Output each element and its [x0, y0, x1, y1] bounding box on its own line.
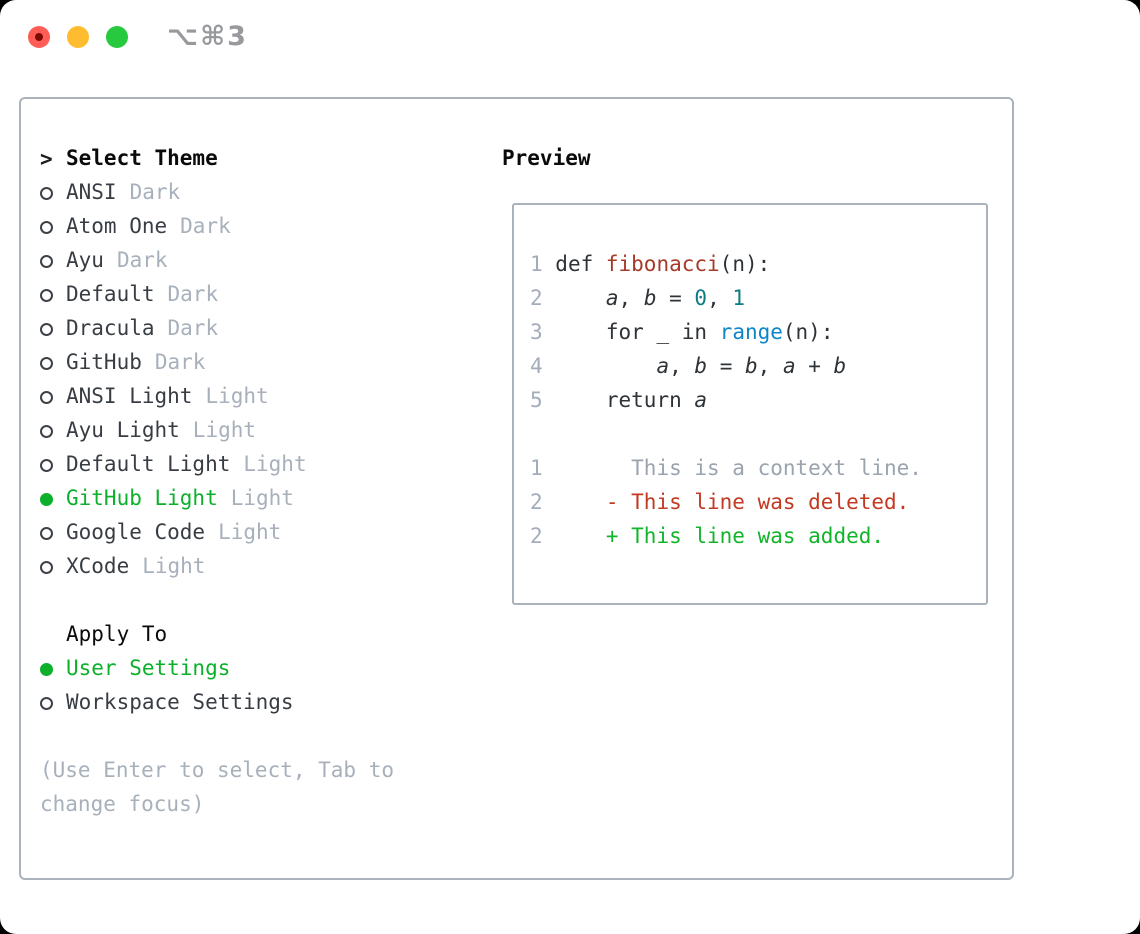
theme-option-ayu[interactable]: Ayu Dark: [40, 243, 394, 277]
theme-option-default[interactable]: Default Dark: [40, 277, 394, 311]
window-shortcut-title: ⌥⌘3: [167, 21, 248, 52]
theme-option-ayu-light[interactable]: Ayu Light Light: [40, 413, 394, 447]
theme-variant-label: Dark: [167, 316, 219, 340]
theme-variant-label: Light: [230, 486, 294, 510]
radio-unselected-icon: [40, 278, 66, 312]
apply-option-user-settings[interactable]: User Settings: [40, 651, 394, 685]
theme-option-github-light[interactable]: GitHub Light Light: [40, 481, 394, 515]
minimize-button[interactable]: [67, 26, 89, 48]
preview-code-line: 2 - This line was deleted.: [530, 490, 910, 514]
theme-variant-label: Light: [192, 418, 257, 442]
preview-title: Preview: [502, 146, 591, 170]
radio-unselected-icon: [40, 550, 66, 584]
radio-unselected-icon: [40, 686, 66, 720]
preview-code-line: 2 a, b = 0, 1: [530, 286, 746, 310]
close-button[interactable]: [28, 26, 50, 48]
radio-unselected-icon: [40, 380, 66, 414]
apply-option-label: Workspace Settings: [66, 690, 294, 714]
preview-code: 1 def fibonacci(n): 2 a, b = 0, 1 3 for _ …: [530, 247, 986, 553]
radio-selected-icon: [40, 652, 66, 686]
hint-text: (Use Enter to select, Tab to change focu…: [40, 753, 394, 821]
hint-line-1: (Use Enter to select, Tab to: [40, 758, 395, 782]
theme-variant-label: Dark: [154, 350, 206, 374]
traffic-lights: [28, 26, 128, 48]
preview-code-line: 1 This is a context line.: [530, 456, 922, 480]
titlebar: ⌥⌘3: [0, 0, 1140, 72]
apply-option-label: User Settings: [66, 656, 231, 680]
theme-option-label: Ayu: [66, 248, 104, 272]
preview-code-line: 4 a, b = b, a + b: [530, 354, 847, 378]
theme-option-google-code[interactable]: Google Code Light: [40, 515, 394, 549]
theme-option-default-light[interactable]: Default Light Light: [40, 447, 394, 481]
theme-option-github[interactable]: GitHub Dark: [40, 345, 394, 379]
theme-option-ansi[interactable]: ANSI Dark: [40, 175, 394, 209]
select-theme-title: Select Theme: [66, 146, 218, 170]
theme-option-label: XCode: [66, 554, 130, 578]
preview-code-line: 1 def fibonacci(n):: [530, 252, 771, 276]
preview-code-line: [530, 417, 986, 451]
preview-header-row: Preview: [502, 141, 988, 175]
theme-option-label: GitHub Light: [66, 486, 218, 510]
theme-option-label: GitHub: [66, 350, 142, 374]
theme-variant-label: Dark: [180, 214, 231, 238]
preview-code-line: 5 return a: [530, 388, 708, 412]
theme-option-ansi-light[interactable]: ANSI Light Light: [40, 379, 394, 413]
theme-option-label: ANSI: [66, 180, 117, 204]
radio-unselected-icon: [40, 414, 66, 448]
radio-unselected-icon: [40, 312, 66, 346]
radio-selected-icon: [40, 482, 66, 516]
apply-option-workspace-settings[interactable]: Workspace Settings: [40, 685, 394, 719]
theme-variant-label: Dark: [116, 248, 168, 272]
theme-option-xcode[interactable]: XCode Light: [40, 549, 394, 583]
preview-code-line: 2 + This line was added.: [530, 524, 885, 548]
spacer-row: [40, 719, 394, 753]
theme-option-label: Atom One: [66, 214, 168, 238]
theme-option-label: Ayu Light: [66, 418, 180, 442]
theme-option-label: ANSI Light: [66, 384, 193, 408]
radio-unselected-icon: [40, 448, 66, 482]
theme-variant-label: Light: [243, 452, 307, 476]
theme-variant-label: Light: [218, 520, 282, 544]
theme-option-label: Default Light: [66, 452, 231, 476]
theme-option-dracula[interactable]: Dracula Dark: [40, 311, 394, 345]
theme-variant-label: Light: [205, 384, 269, 408]
theme-option-label: Google Code: [66, 520, 206, 544]
maximize-button[interactable]: [106, 26, 128, 48]
unsaved-dot-icon: [35, 33, 43, 41]
spacer-row: [40, 583, 394, 617]
preview-column: Preview 1 def fibonacci(n): 2 a, b = 0, 1…: [502, 141, 988, 605]
theme-variant-label: Light: [142, 554, 206, 578]
theme-option-atom-one[interactable]: Atom One Dark: [40, 209, 394, 243]
apply-to-header-row: Apply To: [40, 617, 394, 651]
hint-line-2: change focus): [40, 792, 205, 816]
radio-unselected-icon: [40, 244, 66, 278]
radio-unselected-icon: [40, 176, 66, 210]
select-theme-header-row: > Select Theme: [40, 141, 394, 175]
theme-option-label: Default: [66, 282, 155, 306]
theme-variant-label: Dark: [167, 282, 219, 306]
theme-option-label: Dracula: [66, 316, 155, 340]
theme-variant-label: Dark: [129, 180, 181, 204]
radio-unselected-icon: [40, 210, 66, 244]
radio-unselected-icon: [40, 516, 66, 550]
preview-box: 1 def fibonacci(n): 2 a, b = 0, 1 3 for _ …: [512, 203, 988, 605]
radio-unselected-icon: [40, 346, 66, 380]
apply-to-title: Apply To: [66, 622, 168, 646]
prompt-caret-icon: >: [40, 147, 53, 171]
preview-code-line: 3 for _ in range(n):: [530, 320, 834, 344]
